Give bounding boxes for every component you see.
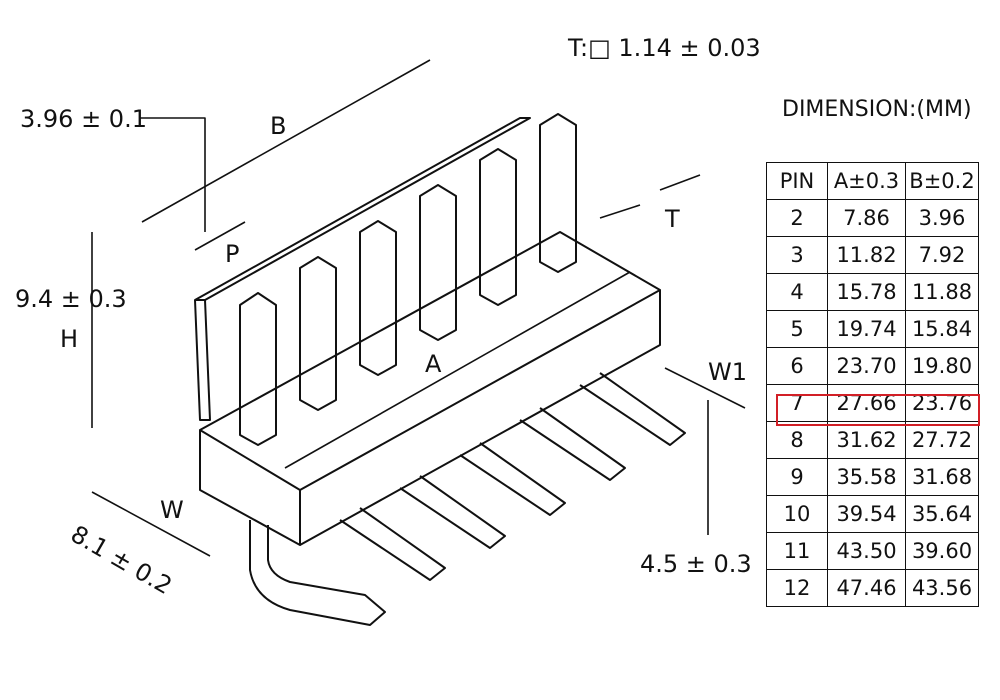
dimension-title: DIMENSION:(MM) <box>782 97 972 122</box>
cell-pin: 11 <box>766 532 828 570</box>
cell-b: 19.80 <box>905 347 979 385</box>
pin-length-callout: 4.5 ± 0.3 <box>640 550 752 578</box>
cell-b: 35.64 <box>905 495 979 533</box>
cell-b: 43.56 <box>905 569 979 607</box>
dim-letter-w1: W1 <box>708 358 747 386</box>
housing-back-wall <box>194 117 531 421</box>
cell-a: 7.86 <box>827 199 906 237</box>
header-b: B±0.2 <box>905 162 979 200</box>
cell-a: 23.70 <box>827 347 906 385</box>
cell-a: 35.58 <box>827 458 906 496</box>
table-header-row: PIN A±0.3 B±0.2 <box>766 162 979 200</box>
cell-a: 39.54 <box>827 495 906 533</box>
cell-b: 3.96 <box>905 199 979 237</box>
highlight-box <box>776 394 980 426</box>
cell-pin: 10 <box>766 495 828 533</box>
cell-pin: 6 <box>766 347 828 385</box>
cell-b: 39.60 <box>905 532 979 570</box>
cell-pin: 2 <box>766 199 828 237</box>
pin-posts <box>239 113 577 446</box>
cell-b: 31.68 <box>905 458 979 496</box>
pitch-callout: 3.96 ± 0.1 <box>20 105 147 133</box>
cell-a: 11.82 <box>827 236 906 274</box>
dim-letter-h: H <box>60 325 79 353</box>
cell-pin: 5 <box>766 310 828 348</box>
cell-pin: 4 <box>766 273 828 311</box>
cell-pin: 3 <box>766 236 828 274</box>
cell-a: 43.50 <box>827 532 906 570</box>
header-pin: PIN <box>766 162 828 200</box>
thickness-spec: T:□ 1.14 ± 0.03 <box>568 34 761 62</box>
dim-letter-t: T <box>665 205 680 233</box>
pin-legs <box>249 372 686 626</box>
cell-a: 47.46 <box>827 569 906 607</box>
cell-pin: 12 <box>766 569 828 607</box>
dim-letter-b: B <box>270 112 287 140</box>
cell-a: 15.78 <box>827 273 906 311</box>
cell-a: 31.62 <box>827 421 906 459</box>
header-a: A±0.3 <box>827 162 906 200</box>
cell-pin: 9 <box>766 458 828 496</box>
dim-letter-p: P <box>225 240 240 268</box>
cell-b: 27.72 <box>905 421 979 459</box>
cell-pin: 8 <box>766 421 828 459</box>
height-callout: 9.4 ± 0.3 <box>15 285 127 313</box>
dimension-lines <box>91 59 746 557</box>
cell-b: 7.92 <box>905 236 979 274</box>
dim-letter-a: A <box>425 350 442 378</box>
cell-a: 19.74 <box>827 310 906 348</box>
dim-letter-w: W <box>160 496 184 524</box>
cell-b: 11.88 <box>905 273 979 311</box>
cell-b: 15.84 <box>905 310 979 348</box>
